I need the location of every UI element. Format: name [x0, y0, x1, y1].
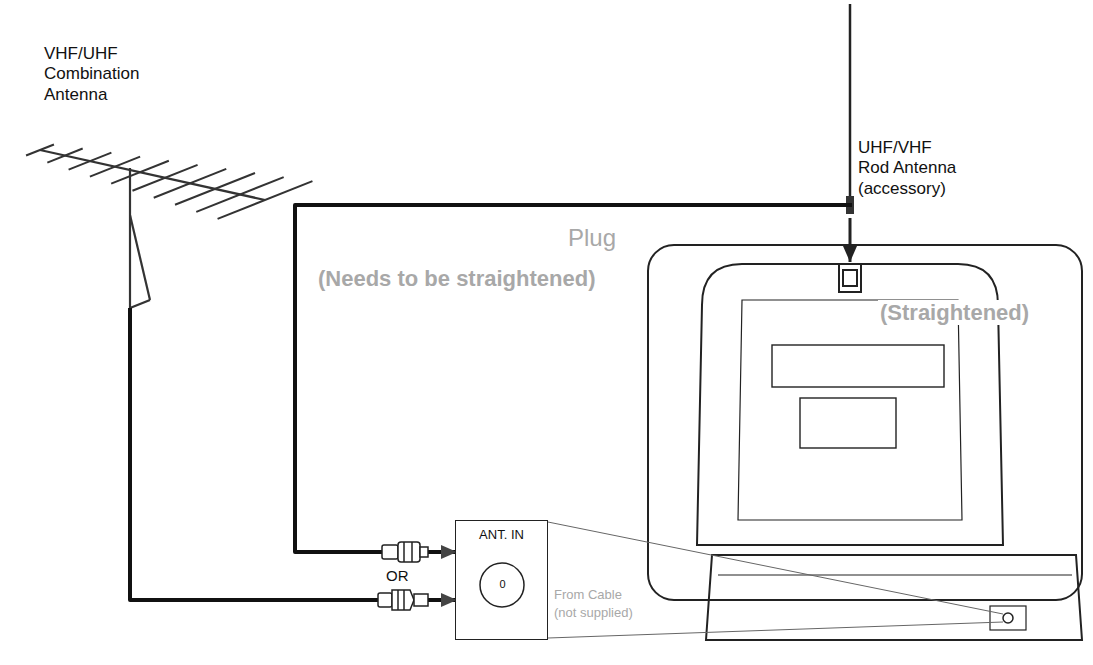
tv-rear — [648, 245, 1082, 640]
antenna-element — [196, 177, 283, 212]
rod-antenna — [846, 4, 854, 262]
bleed-through-text: (Straightened) — [878, 300, 1031, 325]
antenna-elements — [26, 144, 312, 218]
rod-antenna-label: UHF/VHF Rod Antenna(accessory) — [852, 138, 1002, 220]
antenna-element — [132, 165, 197, 191]
antenna-element — [218, 181, 313, 219]
node-text: (accessory) — [858, 179, 1002, 199]
antenna-element — [90, 157, 140, 177]
ant-in-inset: ANT. IN 0 — [455, 520, 548, 640]
antenna-element — [47, 149, 82, 163]
bleed-through-text: Plug — [566, 224, 618, 252]
bleed-through-text: (not supplied) — [552, 606, 635, 621]
antenna-element — [154, 169, 227, 198]
bleed-through-text: From Cable — [552, 588, 624, 603]
bleed-through-text: (Needs to be straightened) — [316, 266, 597, 291]
f-plug — [378, 590, 428, 610]
antenna-mast — [130, 168, 150, 308]
antenna-element — [175, 173, 255, 205]
antenna-element — [69, 153, 112, 170]
pal-plug — [382, 542, 428, 562]
antenna-boom — [40, 150, 265, 200]
node-text: UHF/VHF Rod Antenna — [858, 138, 962, 179]
or-label: OR — [386, 567, 409, 584]
node-text: VHF/UHF Combination Antenna — [44, 44, 204, 105]
inset-leader — [548, 522, 1003, 638]
antenna-cable — [130, 308, 455, 600]
node-text: ANT. IN — [456, 527, 547, 543]
antenna-cable — [295, 205, 852, 552]
node-text: 0 — [456, 578, 549, 591]
antenna-element — [26, 144, 54, 155]
antenna-label: VHF/UHF Combination Antenna — [30, 40, 280, 308]
